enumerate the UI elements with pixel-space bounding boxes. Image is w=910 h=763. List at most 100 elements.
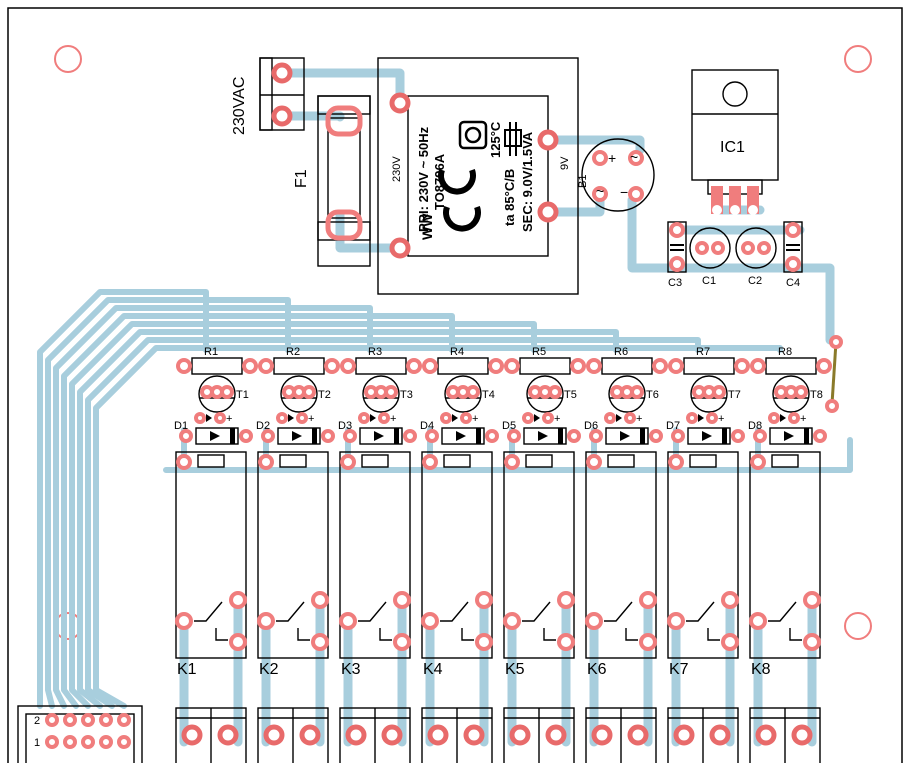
- resistor-label: R8: [778, 346, 792, 358]
- thermal-fuse-icon: [504, 122, 522, 156]
- relay: [503, 451, 575, 659]
- header-pin: [63, 735, 77, 749]
- header-pin: [81, 713, 95, 727]
- header-pin: [117, 735, 131, 749]
- bus-trace: [69, 321, 537, 709]
- relay-channels: R1T1+D1K1R2T2+D2K2R3T3+D3K3R4T4+D4K4R5T5…: [174, 346, 832, 763]
- diode-label: D3: [338, 420, 352, 432]
- led-icon: [452, 414, 459, 422]
- led-plus-label: +: [800, 413, 806, 425]
- header-pin: [81, 735, 95, 749]
- cap-c3-label: C3: [668, 277, 682, 289]
- resistor: [273, 357, 325, 375]
- transistor-label: T8: [810, 389, 823, 401]
- transistor: [690, 375, 728, 413]
- led-icon: [534, 414, 541, 422]
- capacitor-c2: C2: [735, 227, 777, 287]
- transistor-label: T5: [564, 389, 577, 401]
- transformer-secondary-pin: 9V: [559, 156, 571, 170]
- led-icon: [370, 414, 377, 422]
- header-pin1-label: 1: [34, 737, 40, 749]
- relay: [257, 451, 329, 659]
- resistor: [601, 357, 653, 375]
- transistor: [280, 375, 318, 413]
- led-plus-label: +: [718, 413, 724, 425]
- relay: [339, 451, 411, 659]
- relay: [667, 451, 739, 659]
- bus-trace: [77, 329, 619, 709]
- header-pin: [117, 713, 131, 727]
- resistor: [765, 357, 817, 375]
- header-pin: [45, 713, 59, 727]
- transistor-label: T2: [318, 389, 331, 401]
- diode-label: D7: [666, 420, 680, 432]
- resistor: [437, 357, 489, 375]
- led-plus-label: +: [226, 413, 232, 425]
- switch-contact-icon: [194, 601, 228, 641]
- bridge-ac-label-1: ~: [630, 149, 638, 165]
- transistor-label: T3: [400, 389, 413, 401]
- relay: [585, 451, 657, 659]
- transformer-primary: PRI: 230V ~ 50Hz: [416, 126, 431, 232]
- transistor: [526, 375, 564, 413]
- relay-label: K4: [423, 661, 443, 678]
- cap-c1-label: C1: [702, 275, 716, 287]
- led-plus-label: +: [390, 413, 396, 425]
- switch-contact-icon: [686, 601, 720, 641]
- resistor-label: R1: [204, 346, 218, 358]
- transformer-brand: WW: [419, 213, 435, 240]
- cap-c4-label: C4: [786, 277, 800, 289]
- header-pin2-label: 2: [34, 715, 40, 727]
- resistor: [683, 357, 735, 375]
- resistor-label: R2: [286, 346, 300, 358]
- resistor-label: R4: [450, 346, 464, 358]
- bridge-plus-label: +: [608, 150, 616, 166]
- led-icon: [616, 414, 623, 422]
- bridge-rectifier: + − ~ ~ B1: [577, 138, 655, 212]
- header-pin: [63, 713, 77, 727]
- resistor-label: R3: [368, 346, 382, 358]
- resistor-label: R5: [532, 346, 546, 358]
- cap-c2-label: C2: [748, 275, 762, 287]
- relay-label: K8: [751, 661, 771, 678]
- header-pin: [99, 713, 113, 727]
- relay: [749, 451, 821, 659]
- ribbon-header: 2 1: [17, 705, 143, 763]
- safety-transformer-icon: [458, 120, 488, 150]
- relay-label: K7: [669, 661, 689, 678]
- led-plus-label: +: [308, 413, 314, 425]
- transistor: [772, 375, 810, 413]
- transformer-temp: 125°C: [488, 121, 503, 158]
- led-icon: [206, 414, 213, 422]
- power-label: 230VAC: [231, 77, 248, 135]
- bridge-minus-label: −: [620, 184, 628, 200]
- coil-bus-trace: [163, 437, 853, 473]
- relay-label: K1: [177, 661, 197, 678]
- bridge-ac-label-2: ~: [596, 183, 604, 199]
- fuse-label: F1: [293, 169, 310, 188]
- resistor: [191, 357, 243, 375]
- header-pin: [45, 735, 59, 749]
- bridge-label: B1: [577, 175, 589, 188]
- led-icon: [288, 414, 295, 422]
- power-terminal: 230VAC: [231, 57, 305, 135]
- bus-trace: [85, 337, 701, 709]
- fuse-holder: F1: [293, 95, 371, 267]
- transistor: [362, 375, 400, 413]
- relay: [421, 451, 493, 659]
- transformer-secondary: SEC: 9.0V/1.5VA: [520, 131, 535, 232]
- transistor-label: T4: [482, 389, 495, 401]
- transistor-label: T6: [646, 389, 659, 401]
- switch-contact-icon: [604, 601, 638, 641]
- jumper-wire: [825, 335, 843, 413]
- diode-label: D1: [174, 420, 188, 432]
- regulator-label: IC1: [720, 139, 745, 156]
- transformer-primary-pin: 230V: [391, 156, 403, 182]
- diode-label: D2: [256, 420, 270, 432]
